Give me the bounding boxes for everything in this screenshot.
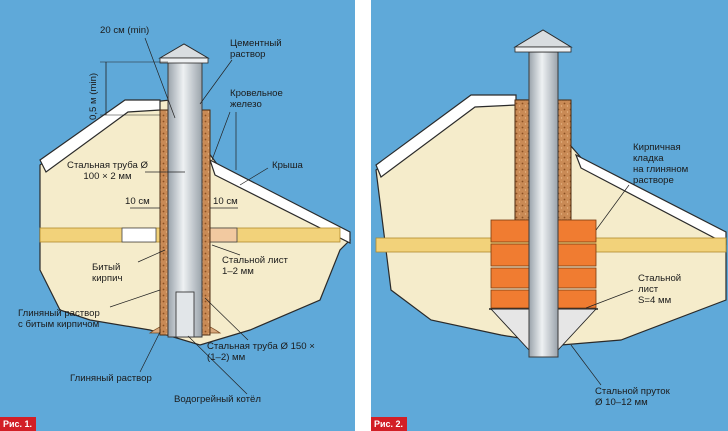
label-broken-brick: Битый кирпич (92, 262, 123, 284)
label-height-min: 0,5 м (min) (88, 72, 99, 120)
brick-masonry (490, 219, 597, 309)
label-roof-iron: Кровельное железо (230, 88, 283, 110)
steel-pipe (167, 61, 203, 338)
label-steel-sheet: Стальной лист 1–2 мм (222, 255, 288, 277)
figure-2-badge: Рис. 2. (371, 417, 408, 431)
label-steel-pipe-large: Стальная труба Ø 150 × (1–2) мм (207, 341, 315, 363)
label-clay-mortar: Глиняный раствор (70, 373, 152, 384)
figure-1-panel: 20 см (min) 0,5 м (min) Цементный раство… (0, 0, 355, 431)
figure-1-badge: Рис. 1. (0, 417, 37, 431)
figure-2-panel: Кирпичная кладка на глиняном растворе Ст… (371, 0, 728, 431)
label-roof: Крыша (272, 160, 303, 171)
figure-1-drawing (39, 37, 352, 395)
roof-right (208, 158, 351, 244)
label-gap-top: 20 см (min) (100, 25, 150, 36)
label-clay-mortar-brick: Глиняный раствор с битым кирпичом (18, 308, 100, 330)
label-brick-masonry: Кирпичная кладка на глиняном растворе (633, 142, 689, 186)
label-steel-rod: Стальной пруток Ø 10–12 мм (595, 386, 670, 408)
label-steel-sheet: Стальной лист S=4 мм (638, 273, 682, 306)
label-gap-right: 10 см (213, 196, 238, 207)
chimney-cap (158, 43, 210, 59)
label-cement-mortar: Цементный раствор (230, 38, 282, 60)
label-steel-pipe-small: Стальная труба Ø 100 × 2 мм (67, 160, 148, 182)
figure-2-drawing (375, 29, 727, 386)
steel-pipe (528, 51, 559, 358)
label-boiler: Водогрейный котёл (174, 394, 261, 405)
boiler-pipe (175, 291, 195, 338)
label-gap-left: 10 см (125, 196, 150, 207)
chimney-cap (513, 29, 573, 48)
